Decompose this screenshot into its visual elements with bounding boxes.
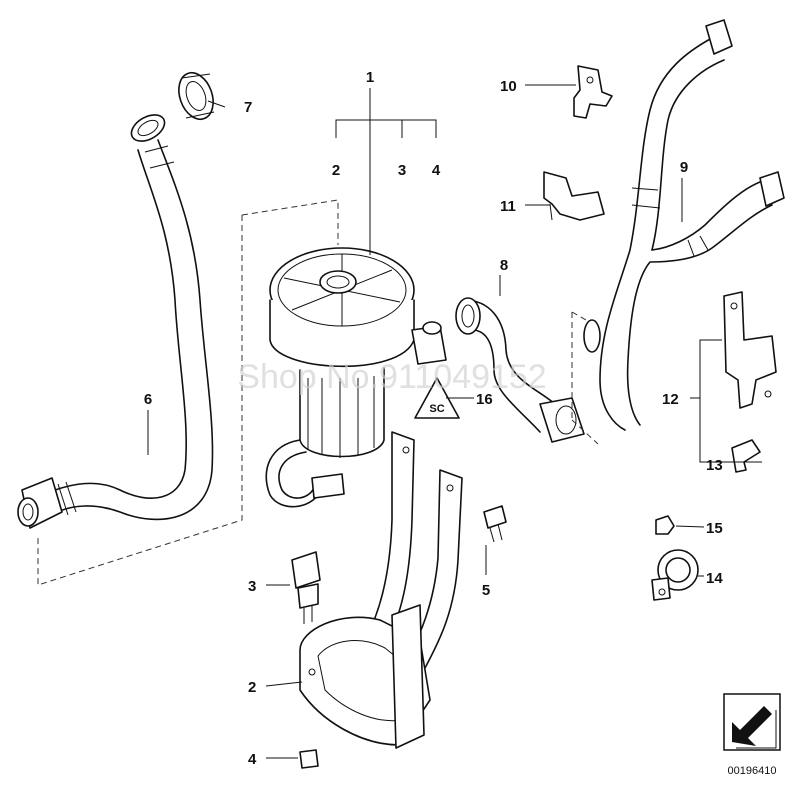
hose-clamp-part-7 xyxy=(178,71,215,121)
bracket-part-12 xyxy=(723,291,777,409)
callout-16: 16 xyxy=(476,391,493,408)
bracket-part-11 xyxy=(543,171,605,221)
clamp-part-14 xyxy=(651,549,699,601)
pump-bracket xyxy=(299,431,463,749)
drawing-number: 00196410 xyxy=(728,765,777,777)
assembly-lines xyxy=(37,199,339,586)
nut-part-15 xyxy=(655,515,675,535)
callout-2-bottom: 2 xyxy=(248,679,256,696)
clip-part-13 xyxy=(731,439,761,473)
callout-3-top: 3 xyxy=(398,162,406,179)
y-hose-part-9 xyxy=(571,19,785,445)
callout-8: 8 xyxy=(500,257,508,274)
warning-symbol-text: SC xyxy=(429,403,444,415)
watermark-text: Shop No.911049152 xyxy=(237,358,546,396)
callout-1: 1 xyxy=(366,69,374,86)
callout-2-top: 2 xyxy=(332,162,340,179)
callout-12: 12 xyxy=(662,391,679,408)
bolt-part-5 xyxy=(483,505,507,543)
callout-3-bottom: 3 xyxy=(248,578,256,595)
callout-4-bottom: 4 xyxy=(248,751,257,768)
orientation-symbol xyxy=(723,693,781,751)
callouts: 1 2 3 4 7 6 8 9 10 11 12 13 14 15 16 5 3… xyxy=(144,69,724,768)
callout-14: 14 xyxy=(706,570,723,587)
callout-13: 13 xyxy=(706,457,723,474)
callout-10: 10 xyxy=(500,78,517,95)
nut-part-4 xyxy=(299,749,319,769)
callout-4-top: 4 xyxy=(432,162,441,179)
callout-9: 9 xyxy=(680,159,688,176)
bracket-part-10 xyxy=(573,65,613,119)
hose-part-8 xyxy=(455,297,585,443)
callout-5: 5 xyxy=(482,582,490,599)
air-pump-part-1 xyxy=(265,247,447,508)
callout-6: 6 xyxy=(144,391,152,408)
hose-part-6 xyxy=(17,114,214,529)
callout-11: 11 xyxy=(500,198,516,215)
callout-7: 7 xyxy=(244,99,252,116)
sensor-part-3 xyxy=(291,551,321,624)
callout-15: 15 xyxy=(706,520,723,537)
leader-lines xyxy=(147,84,762,759)
